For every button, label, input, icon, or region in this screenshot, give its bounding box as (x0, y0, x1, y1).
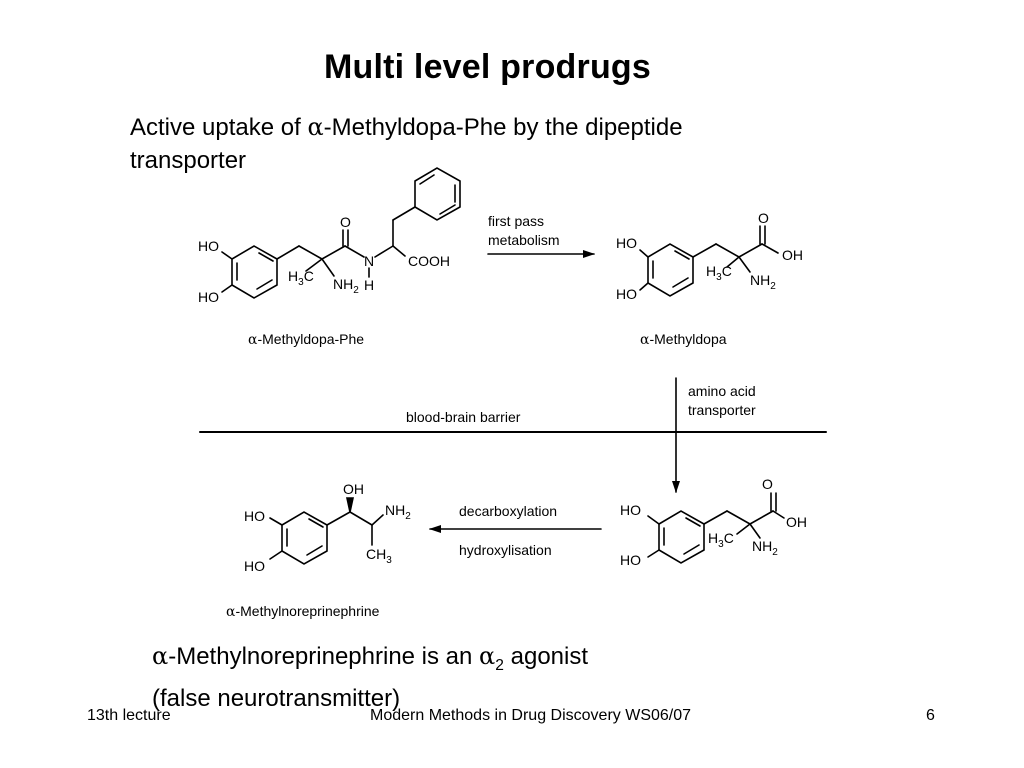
molecule-methylnorepinephrine (269, 497, 384, 565)
atom-label: OH (786, 514, 807, 530)
atom-label: O (340, 214, 351, 230)
hydroxylisation-label: hydroxylisation (459, 542, 552, 558)
metabolism-label: metabolism (488, 232, 560, 248)
atom-label: COOH (408, 253, 450, 269)
conclusion-note: α-Methylnoreprinephrine is an α2 agonist… (152, 640, 792, 715)
atom-label: HO (244, 558, 265, 574)
atom-label: NH2 (385, 502, 411, 522)
phenyl-ring (414, 167, 461, 221)
compound-name-methyldopa-phe: α-Methyldopa-Phe (248, 331, 364, 348)
note-line1-part1: -Methylnoreprinephrine is an (168, 643, 480, 670)
footer-lecture: 13th lecture (87, 707, 171, 724)
atom-label: HO (616, 235, 637, 251)
wedge-bond (346, 497, 354, 513)
atom-label: O (758, 210, 769, 226)
molecule-methyldopa-phe (221, 167, 461, 299)
first-pass-label: first pass (488, 213, 544, 229)
atom-label: H (364, 277, 374, 293)
note-line2: (false neurotransmitter) (152, 684, 401, 712)
atom-label: CH3 (366, 546, 392, 566)
subtitle: Active uptake of α-Methyldopa-Phe by the… (130, 111, 830, 177)
atom-label: HO (244, 508, 265, 524)
footer-page-number: 6 (926, 707, 935, 724)
alpha-symbol: α (479, 642, 496, 670)
subtitle-prefix: Active uptake of (130, 114, 308, 141)
decarboxylation-label: decarboxylation (459, 503, 557, 519)
atom-label: HO (620, 552, 641, 568)
atom-label: HO (616, 286, 637, 302)
atom-label: OH (782, 247, 803, 263)
atom-label: HO (198, 238, 219, 254)
note-subscript: 2 (495, 656, 504, 674)
amino-acid-label: amino acid (688, 383, 756, 399)
catechol-ring-2 (647, 243, 694, 297)
subtitle-line2: transporter (130, 147, 247, 174)
atom-label: NH2 (333, 276, 359, 296)
atom-label: H3C (708, 530, 734, 550)
atom-label: HO (620, 502, 641, 518)
footer-course: Modern Methods in Drug Discovery WS06/07 (370, 707, 692, 724)
compound-name-methylnorepinephrine: α-Methylnoreprinephrine (226, 603, 380, 620)
atom-label: H3C (288, 268, 314, 288)
atom-label: HO (198, 289, 219, 305)
molecule-methyldopa (639, 225, 779, 297)
blood-brain-barrier-label: blood-brain barrier (406, 409, 521, 425)
atom-label: O (762, 476, 773, 492)
atom-label: NH2 (752, 538, 778, 558)
atom-label: NH2 (750, 272, 776, 292)
note-line1-part2: agonist (503, 643, 589, 670)
catechol-ring-1 (231, 245, 278, 299)
transporter-label: transporter (688, 402, 756, 418)
molecule-methyldopa-brain (647, 492, 785, 564)
slide-title: Multi level prodrugs (323, 48, 652, 86)
atom-label: H3C (706, 263, 732, 283)
catechol-ring-4 (281, 511, 328, 565)
atom-label: N (364, 253, 374, 269)
catechol-ring-3 (658, 510, 705, 564)
atom-label: OH (343, 481, 364, 497)
subtitle-text: -Methyldopa-Phe by the dipeptide (323, 114, 683, 141)
alpha-symbol: α (152, 642, 169, 670)
compound-name-methyldopa: α-Methyldopa (640, 331, 727, 348)
alpha-symbol: α (307, 113, 324, 141)
